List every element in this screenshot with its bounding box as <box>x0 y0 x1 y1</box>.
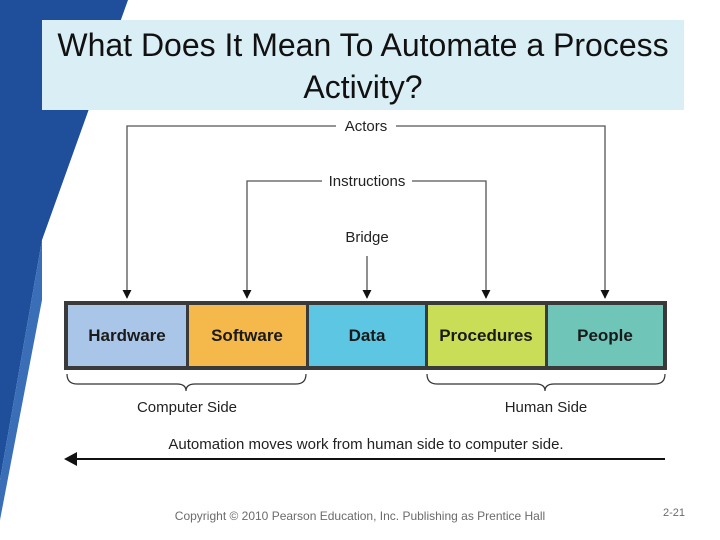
human-side-label: Human Side <box>505 399 588 416</box>
computer-side-brace <box>66 373 307 392</box>
software-label: Software <box>211 326 283 345</box>
instructions-connector <box>242 180 491 299</box>
actors-connector <box>122 125 610 299</box>
left-decorative-band <box>0 0 128 520</box>
copyright-footer: Copyright © 2010 Pearson Education, Inc.… <box>174 509 546 523</box>
human-side-brace <box>426 373 666 392</box>
procedures-block <box>428 305 545 366</box>
hardware-block <box>68 305 186 366</box>
people-block <box>548 305 663 366</box>
data-block <box>309 305 425 366</box>
automation-direction-arrowhead <box>64 452 77 466</box>
people-label: People <box>577 326 633 345</box>
procedures-label: Procedures <box>439 326 533 345</box>
hardware-label: Hardware <box>88 326 165 345</box>
computer-side-label: Computer Side <box>137 399 237 416</box>
title-background <box>42 20 684 110</box>
component-bar <box>68 305 663 366</box>
actors-label: Actors <box>345 118 388 135</box>
software-block <box>189 305 306 366</box>
automation-note: Automation moves work from human side to… <box>168 436 563 453</box>
data-label: Data <box>349 326 386 345</box>
instructions-label: Instructions <box>329 173 406 190</box>
bridge-label: Bridge <box>345 229 388 246</box>
slide-title: What Does It Mean To Automate a Process … <box>57 27 669 105</box>
page-number: 2-21 <box>662 507 686 519</box>
